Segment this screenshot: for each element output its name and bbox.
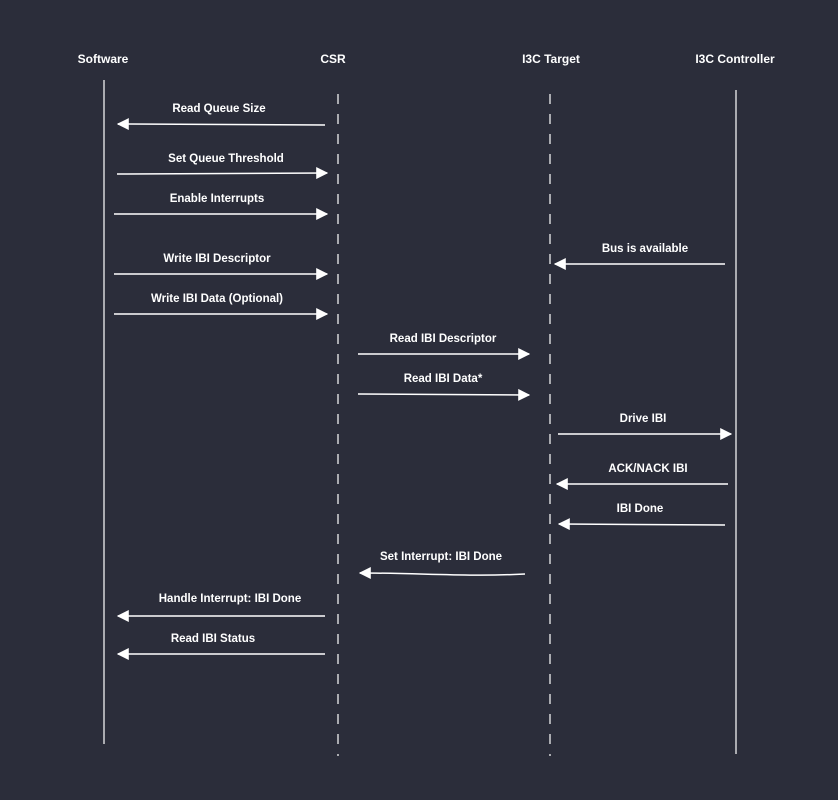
- message-label-ibi-done: IBI Done: [617, 503, 664, 515]
- message-label-read-ibi-status: Read IBI Status: [171, 633, 255, 645]
- message-arrow-read-queue-size: [116, 118, 326, 131]
- message-label-drive-ibi: Drive IBI: [620, 413, 667, 425]
- message-arrow-ibi-done: [557, 518, 726, 531]
- message-arrow-set-interrupt-ibi-done: [358, 567, 526, 580]
- participant-software: Software: [78, 52, 129, 66]
- message-arrow-read-ibi-data: [357, 388, 531, 401]
- message-label-write-ibi-descriptor: Write IBI Descriptor: [163, 253, 271, 265]
- participant-csr: CSR: [320, 52, 346, 66]
- message-label-bus-is-available: Bus is available: [602, 243, 688, 255]
- participant-i3c-target: I3C Target: [522, 52, 580, 66]
- message-label-handle-interrupt-ibi-done: Handle Interrupt: IBI Done: [159, 593, 301, 605]
- participant-i3c-controller: I3C Controller: [695, 52, 775, 66]
- message-label-read-ibi-descriptor: Read IBI Descriptor: [390, 333, 497, 345]
- message-label-set-interrupt-ibi-done: Set Interrupt: IBI Done: [380, 551, 502, 563]
- message-arrow-set-queue-threshold: [116, 167, 329, 180]
- message-label-write-ibi-data: Write IBI Data (Optional): [151, 293, 283, 305]
- message-label-read-ibi-data: Read IBI Data*: [404, 373, 483, 385]
- message-label-ack-nack-ibi: ACK/NACK IBI: [608, 463, 687, 475]
- message-label-read-queue-size: Read Queue Size: [172, 103, 265, 115]
- message-label-enable-interrupts: Enable Interrupts: [170, 193, 265, 205]
- message-label-set-queue-threshold: Set Queue Threshold: [168, 153, 284, 165]
